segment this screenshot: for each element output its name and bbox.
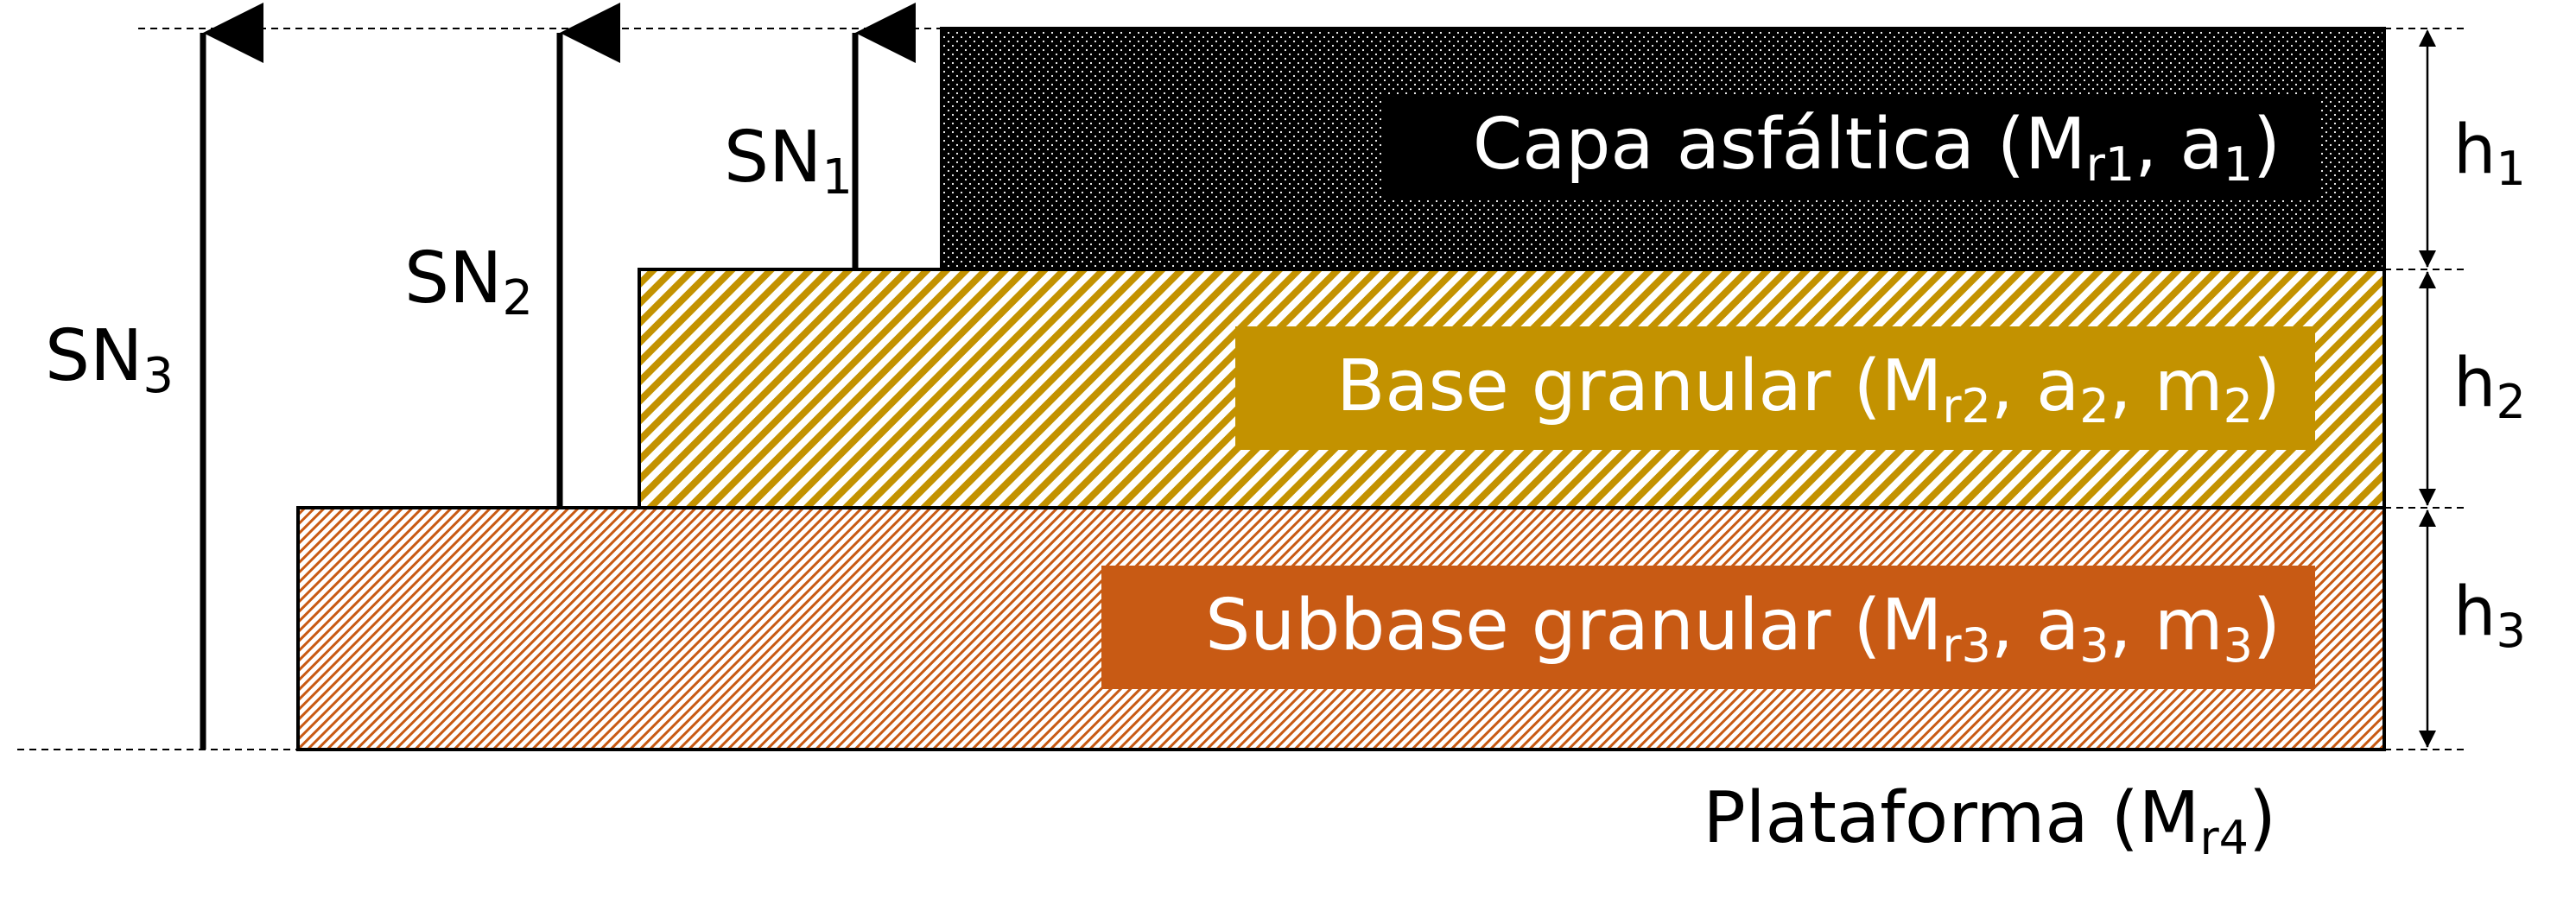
subbase-label: Subbase granular (Mr3, a3, m3) [1205,585,2281,673]
h2-label: h2 [2453,345,2526,429]
sn1-label: SN1 [724,117,853,206]
asphalt-label: Capa asfáltica (Mr1, a1) [1473,104,2281,192]
h3-top-arrowhead [2419,509,2436,527]
h2-top-arrowhead [2419,271,2436,288]
base-label: Base granular (Mr2, a2, m2) [1336,345,2281,433]
platform-label: Plataforma (Mr4) [1703,777,2276,865]
h2-bottom-arrowhead [2419,489,2436,506]
thickness-arrowheads [2419,29,2436,748]
h1-top-arrowhead [2419,29,2436,47]
asphalt-label-box [1382,97,2319,199]
h1-bottom-arrowhead [2419,250,2436,268]
base-label-box [1235,326,2315,450]
subbase-label-box [1101,566,2315,689]
h3-label: h3 [2453,573,2526,658]
h1-label: h1 [2453,111,2526,196]
sn3-label: SN3 [45,315,174,404]
reference-lines [17,28,2466,750]
h3-bottom-arrowhead [2419,731,2436,748]
sn-arrows [200,3,916,750]
sn2-label: SN2 [404,237,533,326]
